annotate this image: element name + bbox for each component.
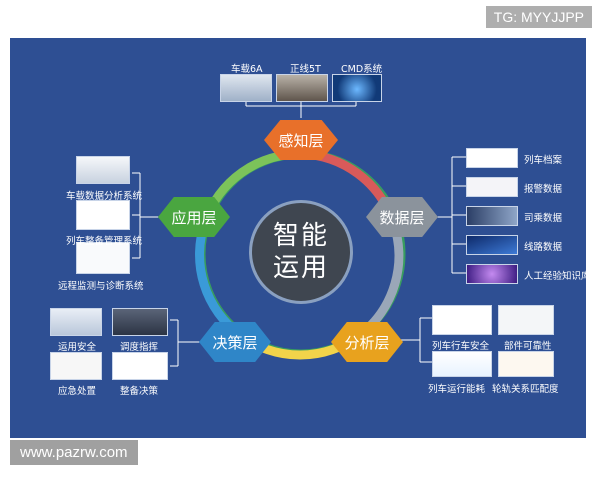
emergency-image [50,352,102,380]
analysis-label-4: 轮轨关系匹配度 [492,384,559,395]
application-label-2: 列车整备管理系统 [66,236,143,247]
watermark-top: TG: MYYJJPP [485,6,592,28]
station-5t-image [276,74,328,102]
perception-label-3: CMD系统 [341,64,383,75]
train-record-image [466,148,518,168]
analysis-label-1: 列车行车安全 [432,341,490,352]
data-label-3: 司乘数据 [524,213,563,224]
perception-label-2: 正线5T [290,64,321,75]
decision-label-2: 调度指挥 [120,342,159,353]
safety-chart-image [432,305,492,335]
wheel-rail-chart-image [498,351,554,377]
decision-label-1: 运用安全 [58,342,97,353]
layer-analysis[interactable]: 分析层 [331,322,403,362]
application-label-1: 车载数据分析系统 [66,191,143,202]
onboard-analysis-image [76,156,130,184]
analysis-label-3: 列车运行能耗 [428,384,486,395]
perception-label-1: 车载6A [231,64,263,75]
device-6a-image [220,74,272,102]
reliability-chart-image [498,305,554,335]
watermark-bottom: www.pazrw.com [10,440,138,465]
center-line-2: 运用 [272,253,329,283]
data-label-1: 列车档案 [524,155,563,166]
operation-safety-image [50,308,102,336]
application-label-3: 远程监测与诊断系统 [58,281,144,292]
decision-label-4: 整备决策 [120,386,159,397]
maintenance-system-image [76,200,130,230]
data-label-2: 报警数据 [524,184,563,195]
crew-data-image [466,206,518,226]
alarm-data-image [466,177,518,197]
energy-chart-image [432,351,492,377]
cmd-globe-image [332,74,382,102]
maintenance-decision-image [112,352,168,380]
center-line-1: 智能 [272,220,329,251]
decision-label-3: 应急处置 [58,386,97,397]
layer-perception[interactable]: 感知层 [264,120,338,160]
layer-application[interactable]: 应用层 [158,197,230,237]
data-label-5: 人工经验知识库 [524,271,591,282]
dispatch-image [112,308,168,336]
line-data-image [466,235,518,255]
analysis-label-2: 部件可靠性 [504,341,552,352]
layer-data[interactable]: 数据层 [366,197,438,237]
remote-monitor-image [76,242,130,274]
data-label-4: 线路数据 [524,242,563,253]
center-circle: 智能 运用 [249,200,353,304]
layer-decision[interactable]: 决策层 [199,322,271,362]
knowledge-base-image [466,264,518,284]
